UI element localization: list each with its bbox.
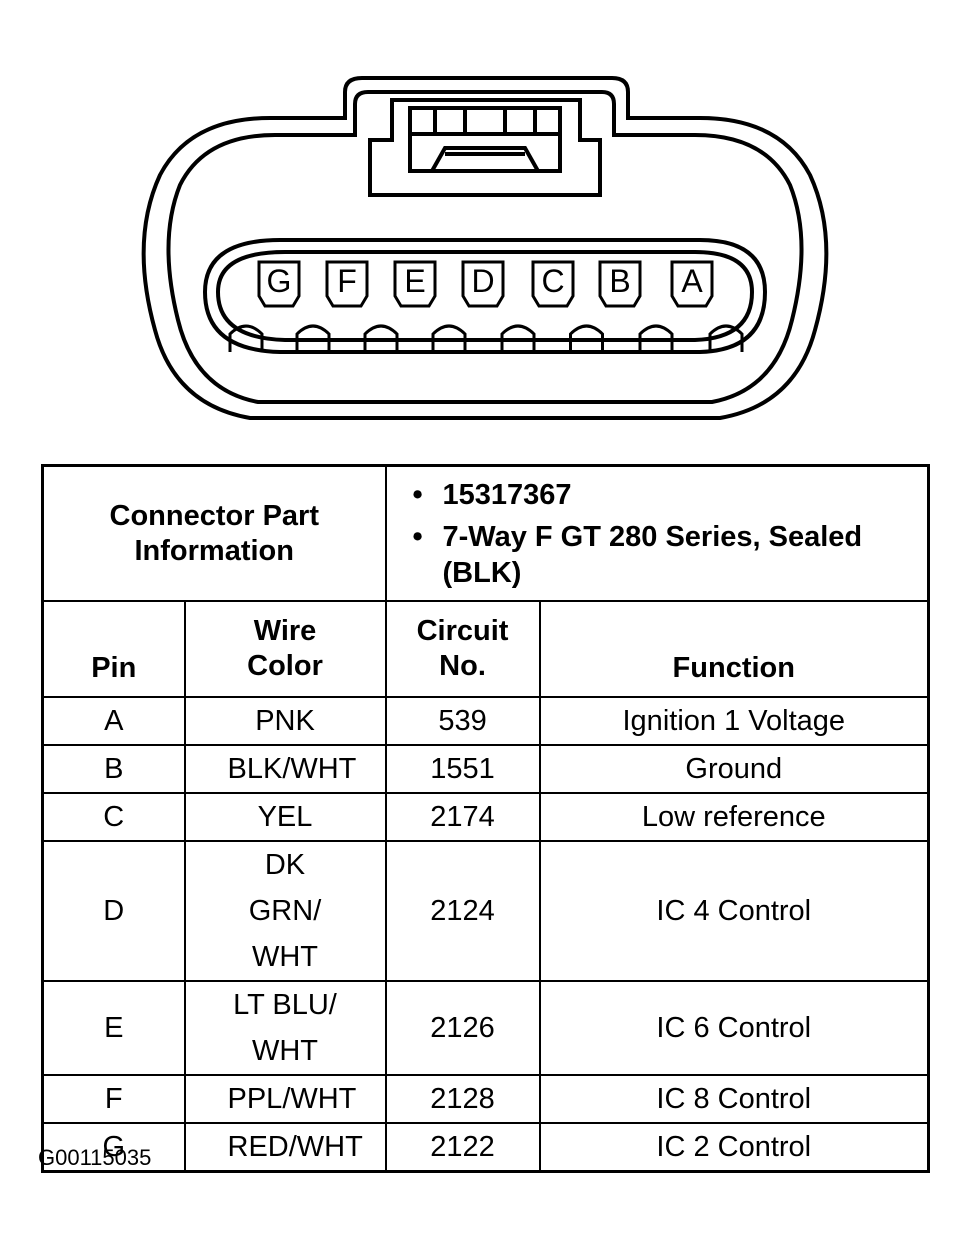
cavity-rib — [708, 324, 744, 352]
cell-circuit: 1551 — [384, 744, 541, 794]
pin-label: E — [404, 263, 425, 299]
cell-function: Low reference — [538, 792, 930, 842]
connector-part-info-list: 15317367 7-Way F GT 280 Series, Sealed (… — [384, 464, 930, 602]
pin-terminal: G — [257, 260, 301, 308]
column-header-pin: Pin — [41, 600, 186, 698]
cell-pin: D — [41, 840, 186, 982]
cavity-rib — [363, 324, 399, 352]
connector-pinout-table: Connector Part Information 15317367 7-Wa… — [41, 464, 930, 1173]
connector-description: 7-Way F GT 280 Series, Sealed (BLK) — [412, 519, 927, 591]
pin-label: F — [337, 263, 357, 299]
cell-pin: A — [41, 696, 186, 746]
cell-circuit: 2124 — [384, 840, 541, 982]
cavity-rib — [431, 324, 467, 352]
pin-label: B — [609, 263, 630, 299]
cavity-rib — [569, 324, 604, 352]
column-header-wire-color: Wire Color — [183, 600, 387, 698]
cell-wire-color: PPL/WHT — [183, 1074, 387, 1124]
cell-circuit: 2174 — [384, 792, 541, 842]
cavity-rib — [295, 324, 331, 352]
cell-pin: E — [41, 980, 186, 1076]
cell-wire-color: PNK — [183, 696, 387, 746]
column-header-function: Function — [538, 600, 930, 698]
pin-terminal: E — [393, 260, 437, 308]
pin-label: A — [681, 263, 703, 299]
pin-terminal: C — [531, 260, 575, 308]
cell-pin: F — [41, 1074, 186, 1124]
cell-function: IC 4 Control — [538, 840, 930, 982]
cell-function: IC 6 Control — [538, 980, 930, 1076]
pin-terminal: B — [598, 260, 642, 308]
pin-terminal: D — [461, 260, 505, 308]
cell-wire-color: BLK/WHT — [183, 744, 387, 794]
connector-inner-shell — [166, 90, 804, 404]
pin-label: G — [267, 263, 292, 299]
cell-pin: G — [41, 1122, 186, 1173]
pin-cavity-outline — [202, 238, 768, 354]
cell-circuit: 539 — [384, 696, 541, 746]
cell-function: IC 8 Control — [538, 1074, 930, 1124]
pin-label: D — [471, 263, 494, 299]
cell-function: Ignition 1 Voltage — [538, 696, 930, 746]
cell-circuit: 2122 — [384, 1122, 541, 1173]
lock-tab-window — [408, 106, 562, 173]
lock-tab-outline — [368, 98, 602, 197]
cell-wire-color: YEL — [183, 792, 387, 842]
cell-circuit: 2128 — [384, 1074, 541, 1124]
cell-function: IC 2 Control — [538, 1122, 930, 1173]
cell-pin: B — [41, 744, 186, 794]
part-number: 15317367 — [412, 477, 927, 513]
cell-function: Ground — [538, 744, 930, 794]
pin-terminal: F — [325, 260, 369, 308]
figure-id: G00115035 — [38, 1145, 152, 1170]
cavity-rib — [500, 324, 536, 352]
cavity-rib — [638, 324, 674, 352]
column-header-circuit: Circuit No. — [384, 600, 541, 698]
pin-terminal: A — [670, 260, 714, 308]
cavity-rib — [228, 324, 264, 352]
cell-wire-color: RED/WHT — [183, 1122, 387, 1173]
cell-wire-color: DK GRN/ WHT — [183, 840, 387, 982]
cell-wire-color: LT BLU/ WHT — [183, 980, 387, 1076]
cell-circuit: 2126 — [384, 980, 541, 1076]
connector-part-info-label: Connector Part Information — [41, 464, 387, 602]
connector-outer-shell — [141, 76, 829, 420]
cell-pin: C — [41, 792, 186, 842]
pin-label: C — [541, 263, 564, 299]
